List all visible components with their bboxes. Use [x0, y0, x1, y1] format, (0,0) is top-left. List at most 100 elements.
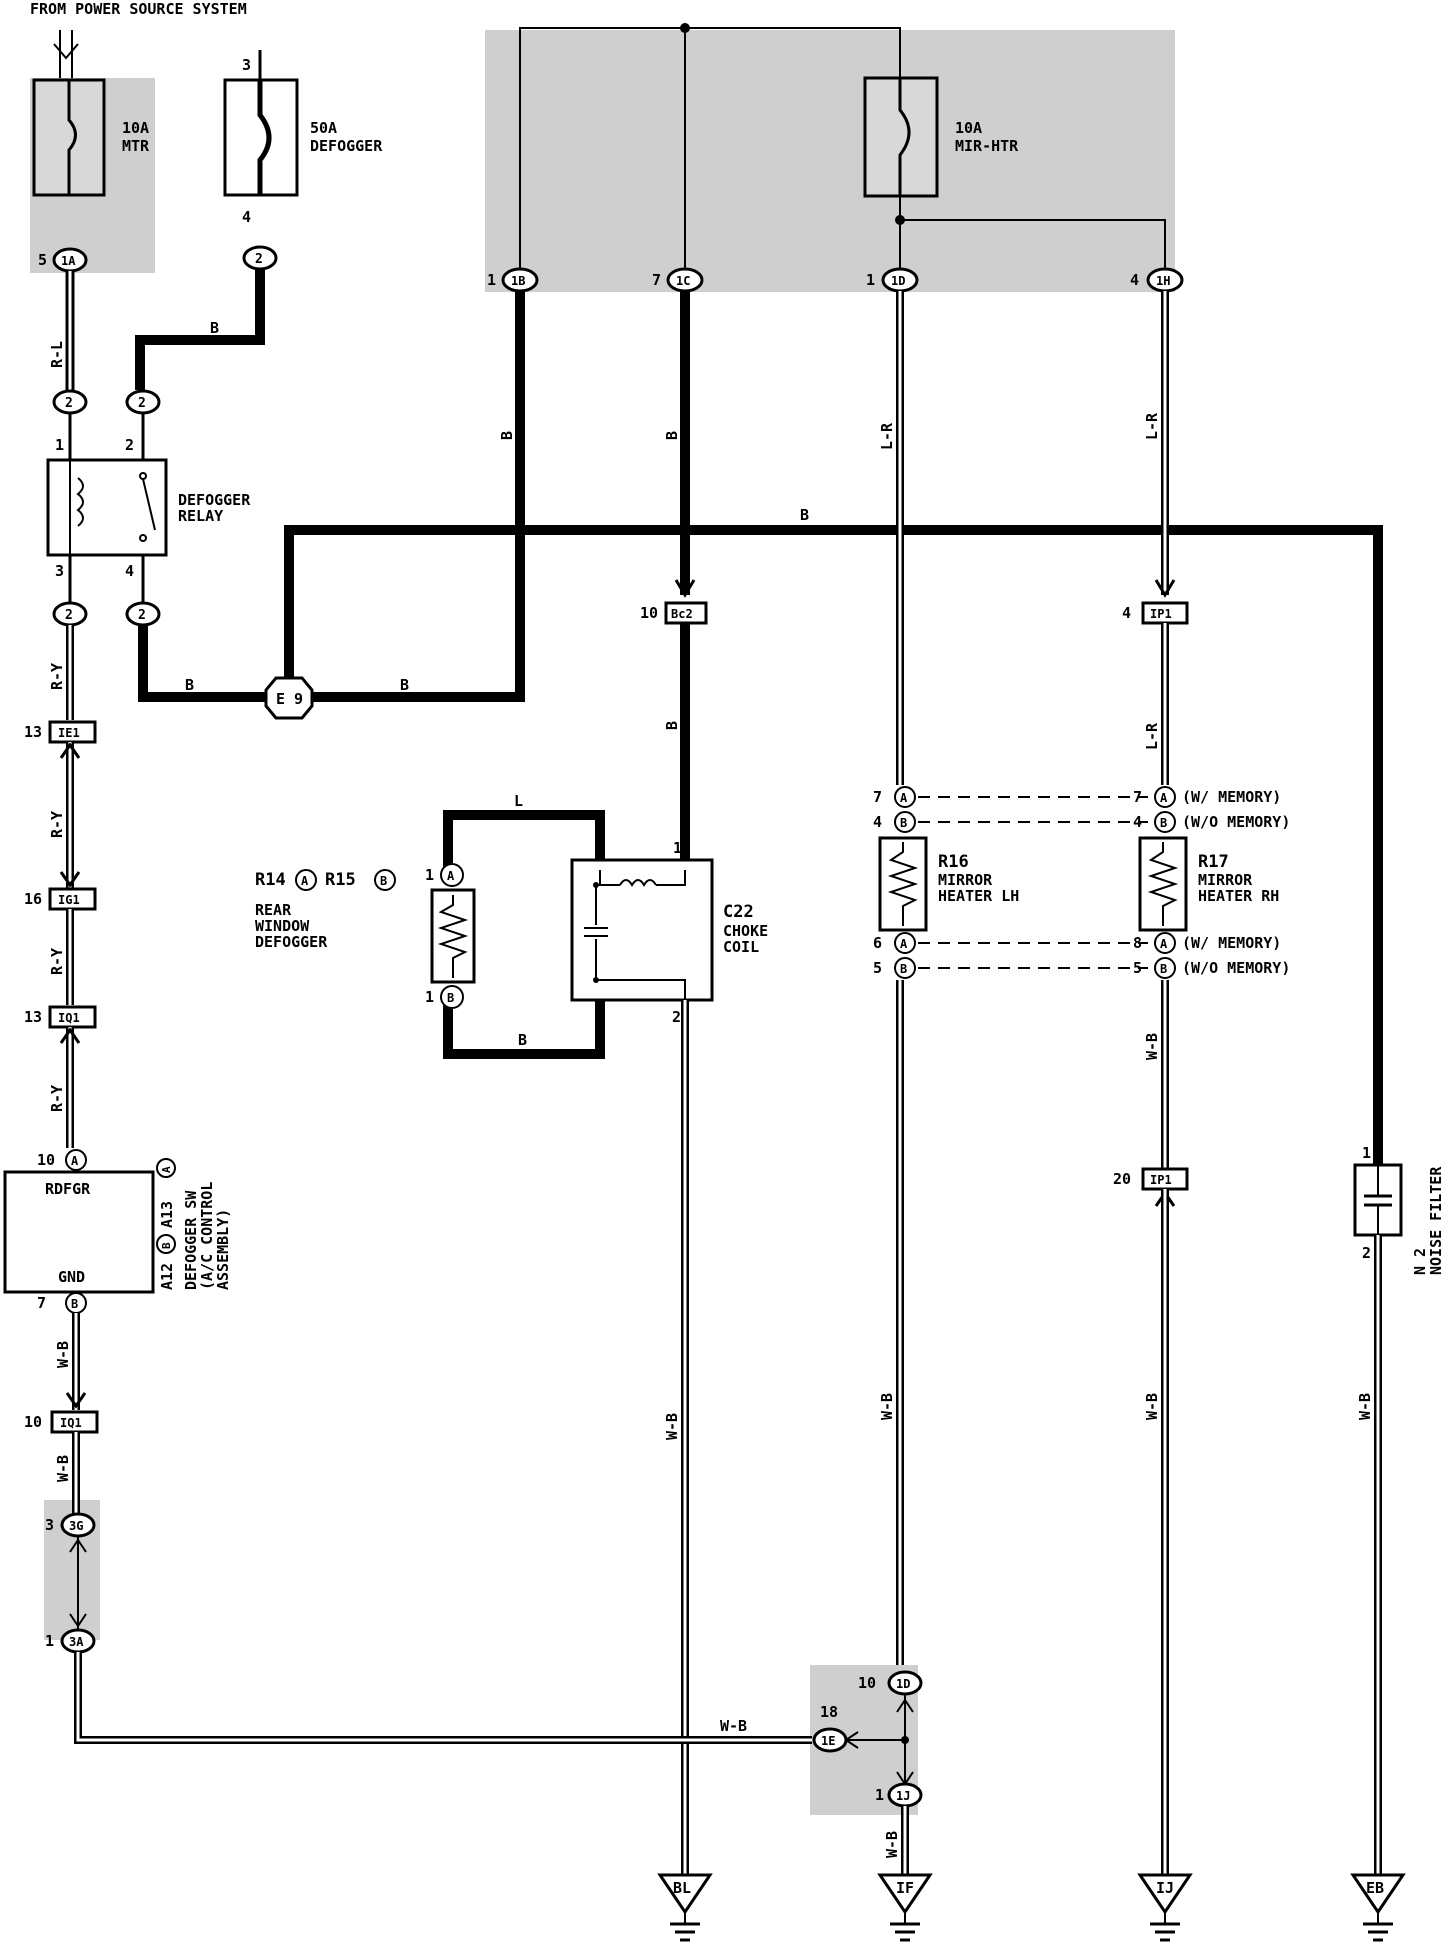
connector-label: B	[380, 874, 387, 888]
noise-filter-name: NOISE FILTER	[1427, 1166, 1445, 1275]
choke-ref: C22	[723, 902, 754, 922]
connector-1b: 1 1B	[487, 267, 539, 293]
connector-1h: 4 1H	[1130, 267, 1184, 293]
connector-label: IG1	[58, 893, 80, 907]
pin-10: 10	[37, 1151, 55, 1169]
connector-3g: 3 3G	[45, 1512, 96, 1538]
ground-ij: IJ	[1137, 1873, 1193, 1942]
ground-label: EB	[1366, 1879, 1384, 1897]
wire-b-defogger	[443, 998, 605, 1059]
pin-3: 3	[55, 562, 64, 580]
pin-4: 4	[242, 208, 251, 226]
label-line: REAR	[255, 901, 292, 919]
pin-3: 3	[45, 1516, 54, 1534]
connector-1a: 5 1A	[38, 247, 88, 273]
wire-w-b-bottom: W-B	[74, 1652, 812, 1744]
pin-5: 5	[38, 251, 47, 269]
connector-3a: 1 3A	[45, 1628, 96, 1654]
pin-2: 2	[672, 1008, 681, 1026]
connector-label: B	[1160, 816, 1167, 830]
wire-r-l: R-L	[48, 271, 75, 390]
fuse-mtr-name: MTR	[122, 137, 150, 155]
relay-label-1: DEFOGGER	[178, 491, 251, 509]
pin-1: 1	[487, 271, 496, 289]
pin-10: 10	[640, 604, 658, 622]
connector-1c: 7 1C	[652, 267, 704, 293]
pin-13: 13	[24, 723, 42, 741]
wire-w-b-left-2: W-B	[54, 1432, 80, 1515]
connector-label: 1D	[896, 1677, 910, 1691]
wire-color-label: R-Y	[48, 663, 66, 690]
connector-bc2: 10 Bc2	[640, 601, 708, 625]
connector-label: A	[1160, 937, 1168, 951]
fuse-defogger-rating: 50A	[310, 119, 337, 137]
relay-label-2: RELAY	[178, 507, 223, 525]
noise-filter-ref: N 2	[1411, 1248, 1429, 1275]
source-arrows	[53, 30, 79, 78]
connector-ip1-bottom: 20 IP1	[1113, 1167, 1189, 1207]
pin-1: 1	[866, 271, 875, 289]
pin-10: 10	[24, 1413, 42, 1431]
wire-color-label: B	[518, 1031, 527, 1049]
junction-3g-link	[69, 1536, 87, 1630]
pin-4: 4	[1122, 604, 1131, 622]
wire-color-label: B	[185, 676, 194, 694]
pin-4: 4	[1133, 813, 1142, 831]
wire-color-label: L-R	[1143, 722, 1161, 750]
wire-r-y-3: R-Y	[48, 909, 74, 1005]
wire-color-label: R-Y	[48, 1085, 66, 1112]
pin-7: 7	[873, 788, 882, 806]
ground-bl: BL	[657, 1873, 713, 1942]
connector-label: 1C	[676, 274, 690, 288]
wire-w-b-to-if: W-B	[883, 1806, 909, 1875]
connector-1d-top: 1 1D	[866, 267, 919, 293]
pin-7: 7	[37, 1294, 46, 1312]
wire-color-label: L-R	[878, 422, 896, 450]
fuse-defogger-name: DEFOGGER	[310, 137, 383, 155]
arrow	[674, 579, 696, 598]
wire-w-b-lh: W-B	[878, 980, 904, 1665]
connector-label: IE1	[58, 726, 80, 740]
memory-note: (W/ MEMORY)	[1182, 934, 1281, 952]
wire-color-label: L-R	[1143, 412, 1161, 440]
label-line: MIRROR	[1198, 871, 1253, 889]
wire-color-label: W-B	[54, 1455, 72, 1482]
connector-label: 1A	[61, 254, 76, 268]
connector-label: A	[71, 1154, 79, 1168]
wire-r-y-2: R-Y	[48, 742, 81, 888]
connector-label: A	[900, 937, 908, 951]
connector-1e: 18 1E	[812, 1703, 848, 1753]
fuse-defogger: 3 4 50A DEFOGGER	[223, 50, 383, 226]
wire-color-label: R-Y	[48, 811, 66, 838]
wire-r-y-4: R-Y	[48, 1027, 81, 1148]
connector-label: B	[900, 816, 907, 830]
pin-4: 4	[1130, 271, 1139, 289]
memory-note: (W/O MEMORY)	[1182, 959, 1290, 977]
connector-ip1-top: 4 IP1	[1122, 601, 1189, 625]
wire-color-label: W-B	[663, 1413, 681, 1440]
connector-label: B	[71, 1297, 78, 1311]
memory-note: (W/O MEMORY)	[1182, 813, 1290, 831]
connector-label: 2	[138, 396, 146, 411]
choke-coil: 1 2 C22 CHOKE COIL	[570, 839, 768, 1026]
wire-r-y-1: R-Y	[48, 625, 74, 720]
pin-6: 6	[873, 934, 882, 952]
wire-l-r-rh-2: L-R	[1143, 623, 1169, 785]
label-line: COIL	[723, 938, 759, 956]
connector-label: B	[900, 962, 907, 976]
connector-ie1: 13 IE1	[24, 720, 97, 744]
pin-10: 10	[858, 1674, 876, 1692]
wire-color-label: W-B	[878, 1393, 896, 1420]
connector-label: 3G	[69, 1519, 83, 1533]
wire-color-label: R-Y	[48, 948, 66, 975]
pin-4: 4	[125, 562, 134, 580]
wire-color-label: B	[210, 319, 219, 337]
connector-2-fuse: 2	[242, 245, 278, 271]
pin-8: 8	[1133, 934, 1142, 952]
connector-2-relay-c: 2	[52, 601, 88, 627]
defogger-relay: 1 2 3 4 DEFOGGER RELAY	[46, 413, 251, 603]
wire-color-label: W-B	[54, 1341, 72, 1368]
wire-color-label: W-B	[1143, 1033, 1161, 1060]
wire-color-label: W-B	[1143, 1393, 1161, 1420]
defogger-switch-label: A12 B A13 A DEFOGGER SW (A/C CONTROL ASS…	[156, 1158, 232, 1290]
